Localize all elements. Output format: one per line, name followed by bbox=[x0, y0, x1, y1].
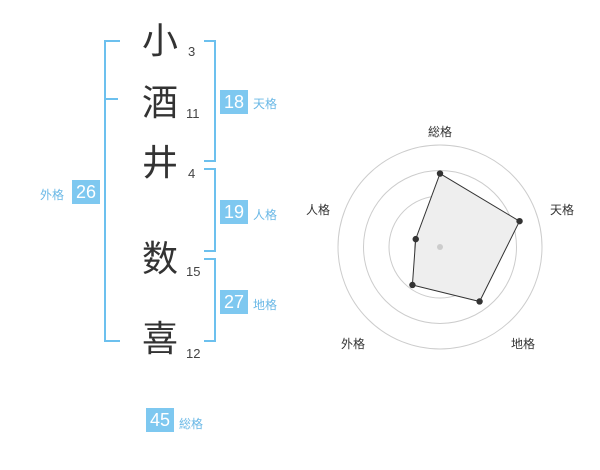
soukaku-value-badge: 45 bbox=[146, 408, 174, 432]
gaikaku-bracket-tick bbox=[104, 98, 118, 100]
radar-series-area bbox=[411, 172, 521, 303]
radar-point-1 bbox=[436, 170, 444, 177]
stroke-count-3: 4 bbox=[188, 166, 196, 181]
radar-axis-label-gaikaku: 外格 bbox=[341, 337, 366, 351]
name-char-2: 酒 bbox=[142, 83, 179, 124]
radar-point-4 bbox=[409, 281, 416, 289]
chikaku-value-badge: 27 bbox=[220, 290, 248, 314]
gaikaku-value-badge: 26 bbox=[72, 180, 100, 204]
radar-point-3 bbox=[476, 298, 483, 305]
stroke-count-1: 3 bbox=[188, 44, 196, 59]
tenkaku-label: 天格 bbox=[253, 97, 278, 111]
radar-axis-label-chikaku: 地格 bbox=[511, 337, 536, 351]
radar-points bbox=[409, 170, 523, 305]
gaikaku-label: 外格 bbox=[40, 188, 65, 202]
name-char-3: 井 bbox=[142, 143, 179, 184]
name-char-4: 数 bbox=[142, 239, 179, 280]
tenkaku-bracket bbox=[204, 40, 216, 162]
radar-ring-4 bbox=[337, 144, 543, 350]
gaikaku-bracket bbox=[104, 40, 120, 342]
jinkaku-bracket bbox=[204, 168, 216, 252]
radar-point-5 bbox=[412, 235, 419, 243]
radar-axis-label-soukaku: 総格 bbox=[428, 125, 453, 139]
fortune-radar-chart bbox=[337, 144, 543, 350]
jinkaku-label: 人格 bbox=[253, 208, 278, 222]
tenkaku-value-badge: 18 bbox=[220, 90, 248, 114]
radar-point-2 bbox=[516, 217, 523, 225]
stroke-count-4: 15 bbox=[186, 264, 201, 279]
name-char-1: 小 bbox=[142, 21, 179, 62]
name-char-5: 喜 bbox=[142, 319, 179, 360]
radar-center-point bbox=[437, 244, 443, 250]
soukaku-label: 総格 bbox=[179, 417, 204, 431]
chikaku-bracket bbox=[204, 258, 216, 342]
radar-axis-label-jinkaku: 人格 bbox=[306, 203, 331, 217]
stroke-count-2: 11 bbox=[186, 106, 200, 121]
chikaku-label: 地格 bbox=[253, 298, 278, 312]
jinkaku-value-badge: 19 bbox=[220, 200, 248, 224]
radar-axis-label-tenkaku: 天格 bbox=[550, 203, 575, 217]
stroke-count-5: 12 bbox=[186, 346, 201, 361]
